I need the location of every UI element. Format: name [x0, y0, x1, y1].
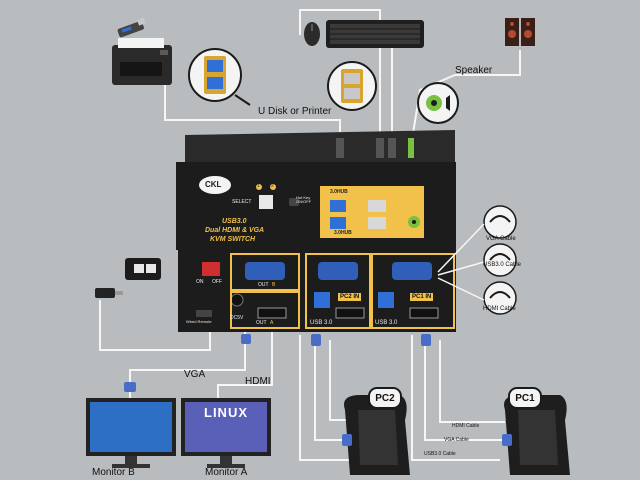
- hdmi-cable-label: HDMI Cable: [483, 306, 516, 312]
- dual-line-text: Dual HDMI & VGA: [205, 227, 265, 234]
- pc1-in-tag: PC1 IN: [410, 293, 434, 301]
- vga-label: VGA: [184, 369, 206, 380]
- port1-label: 1: [257, 183, 260, 189]
- hub-bottom-label: 3.0HUB: [334, 230, 352, 236]
- vga-cable-small-label: VGA Cable: [444, 437, 469, 443]
- hdmi-cable-icon: [483, 281, 517, 315]
- pc1-badge: PC1: [508, 387, 542, 409]
- monitor-a-label: Monitor A: [205, 467, 248, 478]
- hdmi-monitor-cable: [217, 330, 273, 398]
- hdmi-label: HDMI: [245, 376, 271, 387]
- printer-icon: [112, 38, 172, 85]
- usb-port-zoom-icon: [188, 48, 251, 106]
- wired-remote-icon: [125, 258, 161, 280]
- pc2-hdmi-cable: [329, 340, 350, 421]
- brand-logo: CKL: [205, 180, 222, 189]
- pc1-vga-cable: [424, 340, 505, 441]
- printer-cable: [164, 85, 341, 140]
- pc1-hdmi-cable: [439, 340, 505, 423]
- speaker-icon: [505, 18, 535, 46]
- usb-cable-label: USB3.0 Cable: [483, 262, 522, 268]
- hdmi-cable-small-label: HDMI Cable: [452, 423, 480, 429]
- vga-plug-icons: [124, 334, 512, 446]
- out-a-label: OUT: [256, 320, 267, 326]
- select-label: SELECT: [232, 199, 252, 205]
- usb-stick-icon: [117, 17, 146, 38]
- monitor-b-label: Monitor B: [92, 467, 135, 478]
- cable-lines: [99, 9, 521, 461]
- remote-plug-icon: [95, 288, 123, 298]
- kvm-line-text: KVM SWITCH: [210, 236, 256, 243]
- out-a-letter: A: [270, 320, 274, 326]
- pc1-tower-icon: [504, 395, 570, 475]
- speaker-label: Speaker: [455, 65, 493, 76]
- keyboard-icon: [326, 20, 424, 48]
- pc2-usb-cable: [299, 335, 365, 461]
- vga-cable-label: VGA Cable: [486, 236, 516, 242]
- monitor-b-icon: [86, 398, 176, 468]
- off-label: OFF: [212, 279, 222, 285]
- kvm-front-panel: [176, 130, 456, 250]
- pc1-usb-cable: [411, 335, 500, 461]
- out-b-letter: B: [272, 282, 276, 288]
- out-b-label: OUT: [258, 282, 269, 288]
- usb30-right-label: USB 3.0: [375, 320, 398, 326]
- kvm-back-panel: [178, 250, 456, 332]
- pc2-tower-icon: [344, 395, 410, 475]
- mouse-icon: [304, 22, 320, 46]
- keyboard-cable: [299, 9, 381, 140]
- vga-monitor-cable: [129, 330, 246, 398]
- monitor-a-icon: [181, 398, 271, 468]
- hotkey-label: Hot Key ON/OFF: [296, 195, 312, 204]
- usb-cable-icon: [483, 243, 517, 277]
- usb-cable-small-label: USB3.0 Cable: [424, 451, 456, 457]
- keyboard-port-zoom-icon: [327, 61, 377, 111]
- usb-line-text: USB3.0: [222, 218, 247, 225]
- audio-port-zoom-icon: [417, 82, 459, 124]
- cable-pointer-lines: [437, 223, 485, 301]
- u-disk-printer-label: U Disk or Printer: [258, 106, 332, 117]
- wired-remote-label: Wired Remote: [186, 319, 212, 324]
- pc2-in-tag: PC2 IN: [338, 293, 362, 301]
- on-label: ON: [196, 279, 204, 285]
- remote-cable: [99, 300, 211, 351]
- pc2-vga-cable: [314, 340, 345, 441]
- dc5v-label: DC5V: [230, 315, 244, 321]
- vga-cable-icon: [483, 205, 517, 239]
- port2-label: 2: [271, 183, 274, 189]
- hub-top-label: 3.0HUB: [330, 189, 348, 195]
- pc2-badge: PC2: [368, 387, 402, 409]
- linux-screen-text: LINUX: [204, 405, 248, 420]
- usb30-left-label: USB 3.0: [310, 320, 333, 326]
